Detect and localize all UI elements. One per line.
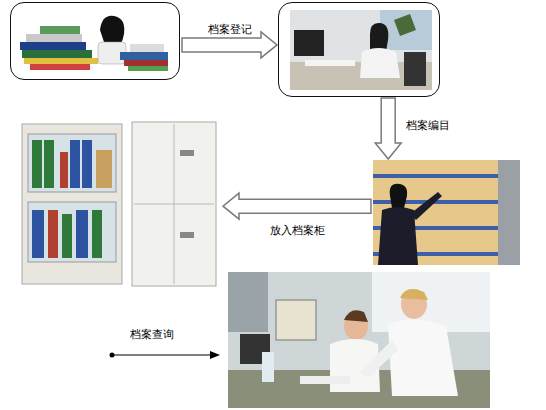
cabinet-photo	[22, 122, 216, 286]
step-label: 档案查询	[130, 328, 174, 341]
photo-frame	[10, 2, 180, 80]
photo-box	[228, 272, 490, 408]
shelf-photo	[373, 160, 520, 265]
query-arrow	[110, 351, 221, 359]
step-label: 放入档案柜	[270, 224, 325, 237]
step-label: 档案编目	[406, 119, 450, 132]
photo-frame	[278, 2, 440, 97]
desk-photo	[16, 8, 174, 74]
office-photo	[290, 10, 432, 90]
block-arrow	[375, 98, 401, 159]
photo-box	[373, 160, 520, 265]
photo-box	[18, 120, 222, 290]
block-arrow	[223, 193, 371, 219]
query-photo	[228, 272, 490, 408]
step-label: 档案登记	[208, 23, 252, 36]
